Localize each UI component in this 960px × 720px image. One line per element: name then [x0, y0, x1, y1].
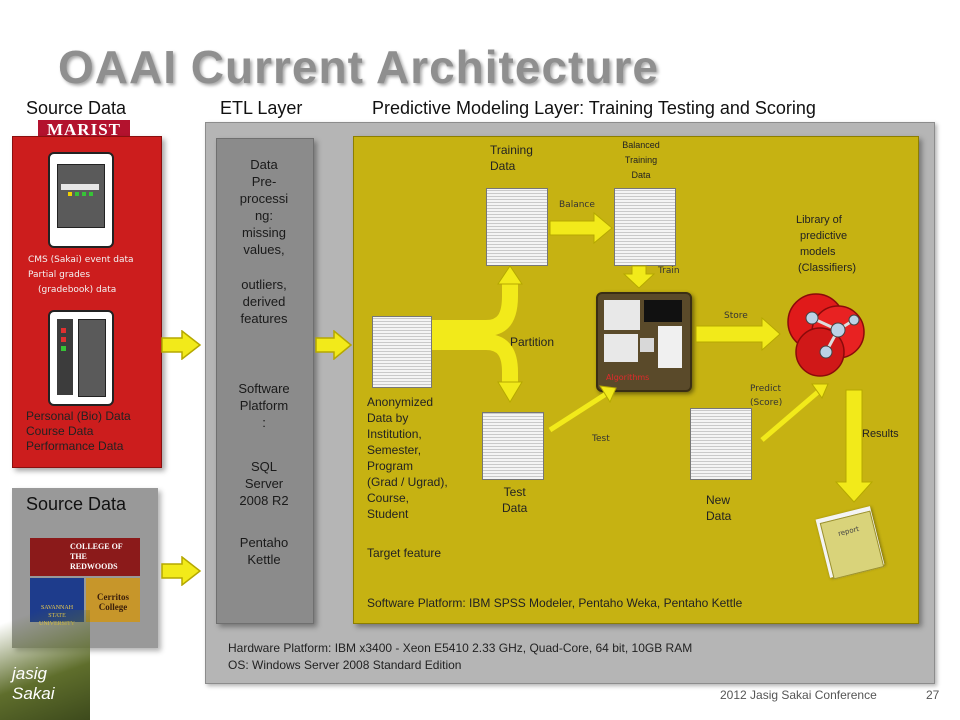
cms-data-line1: CMS (Sakai) event data: [28, 255, 134, 265]
corner-gradient: [0, 610, 90, 720]
etl-line: Platform: [239, 398, 289, 413]
model-library-icon: [787, 293, 865, 377]
hardware-platform-text: Hardware Platform: IBM x3400 - Xeon E541…: [228, 640, 692, 674]
cms-data-line3: (gradebook) data: [38, 285, 117, 295]
training-dataset-icon: [486, 188, 548, 266]
balance-label: Balance: [559, 200, 595, 210]
arrow-etl-to-modeling: [315, 330, 353, 360]
store-label: Store: [724, 311, 748, 321]
etl-line: derived: [242, 294, 286, 309]
etl-line: processi: [239, 191, 289, 206]
etl-line: Pre-: [251, 174, 277, 189]
etl-line: Server: [244, 476, 284, 491]
etl-line: features: [240, 311, 288, 326]
etl-pentaho-kettle: Pentaho Kettle: [216, 534, 312, 568]
predict-label: Predict(Score): [750, 384, 783, 408]
source-data-list: Personal (Bio) Data Course Data Performa…: [26, 409, 131, 454]
etl-line: 2008 R2: [239, 493, 289, 508]
etl-software-platform: Software Platform :: [216, 380, 312, 431]
course-data-label: Course Data: [26, 424, 94, 438]
anonymized-dataset-icon: [372, 316, 432, 388]
redwoods-logo: COLLEGE OF THE REDWOODS: [30, 538, 140, 576]
page-number: 27: [926, 688, 940, 702]
source-data-header: Source Data: [26, 98, 127, 118]
partition-label: Partition: [510, 335, 555, 349]
cerritos-logo: Cerritos College: [86, 578, 140, 622]
etl-line: :: [262, 415, 266, 430]
test-dataset-icon: [482, 412, 544, 480]
slide-title: OAAI Current Architecture: [58, 41, 659, 93]
algorithms-box: [596, 292, 692, 392]
etl-line: outliers,: [241, 277, 287, 292]
etl-line: values,: [243, 242, 285, 257]
etl-panel: [216, 138, 314, 624]
results-label: Results: [862, 428, 899, 440]
test-label: Test: [592, 434, 610, 444]
etl-line: ng:: [254, 208, 274, 223]
train-label: Train: [658, 266, 680, 276]
os-line: OS: Windows Server 2008 Standard Edition: [228, 658, 462, 672]
etl-line: missing: [241, 225, 287, 240]
etl-layer-header: ETL Layer: [220, 98, 303, 118]
hardware-line: Hardware Platform: IBM x3400 - Xeon E541…: [228, 641, 693, 655]
cms-data-line2: Partial grades: [28, 270, 91, 280]
predictive-layer-header: Predictive Modeling Layer: Training Test…: [372, 98, 816, 118]
new-dataset-icon: [690, 408, 752, 480]
etl-line: Data: [250, 157, 278, 172]
etl-line: SQL: [250, 459, 277, 474]
marist-logo: MARIST: [38, 120, 130, 140]
etl-line: Kettle: [247, 552, 281, 567]
conference-footer: 2012 Jasig Sakai Conference: [720, 688, 877, 702]
etl-line: Software: [238, 381, 290, 396]
target-feature-label: Target feature: [367, 546, 442, 560]
etl-sql-server: SQL Server 2008 R2: [216, 458, 312, 509]
personal-data-label: Personal (Bio) Data: [26, 409, 131, 423]
jasig-sakai-logo: jasig Sakai: [12, 664, 55, 703]
arrow-source2-to-etl: [161, 556, 202, 586]
etl-preprocessing-text: Data Pre- processi ng: missing values, o…: [216, 156, 312, 327]
arrow-source-to-etl: [161, 330, 202, 360]
flow-arrows: [432, 211, 874, 503]
etl-line: Pentaho: [239, 535, 289, 550]
performance-data-label: Performance Data: [26, 439, 124, 453]
source-data-label-2: Source Data: [26, 494, 127, 514]
balanced-dataset-icon: [614, 188, 676, 266]
algorithms-label: Algorithms: [606, 373, 650, 382]
server-icon: [48, 152, 114, 248]
modeling-software-platform: Software Platform: IBM SPSS Modeler, Pen…: [367, 596, 743, 610]
tower-server-icon: [48, 310, 114, 406]
